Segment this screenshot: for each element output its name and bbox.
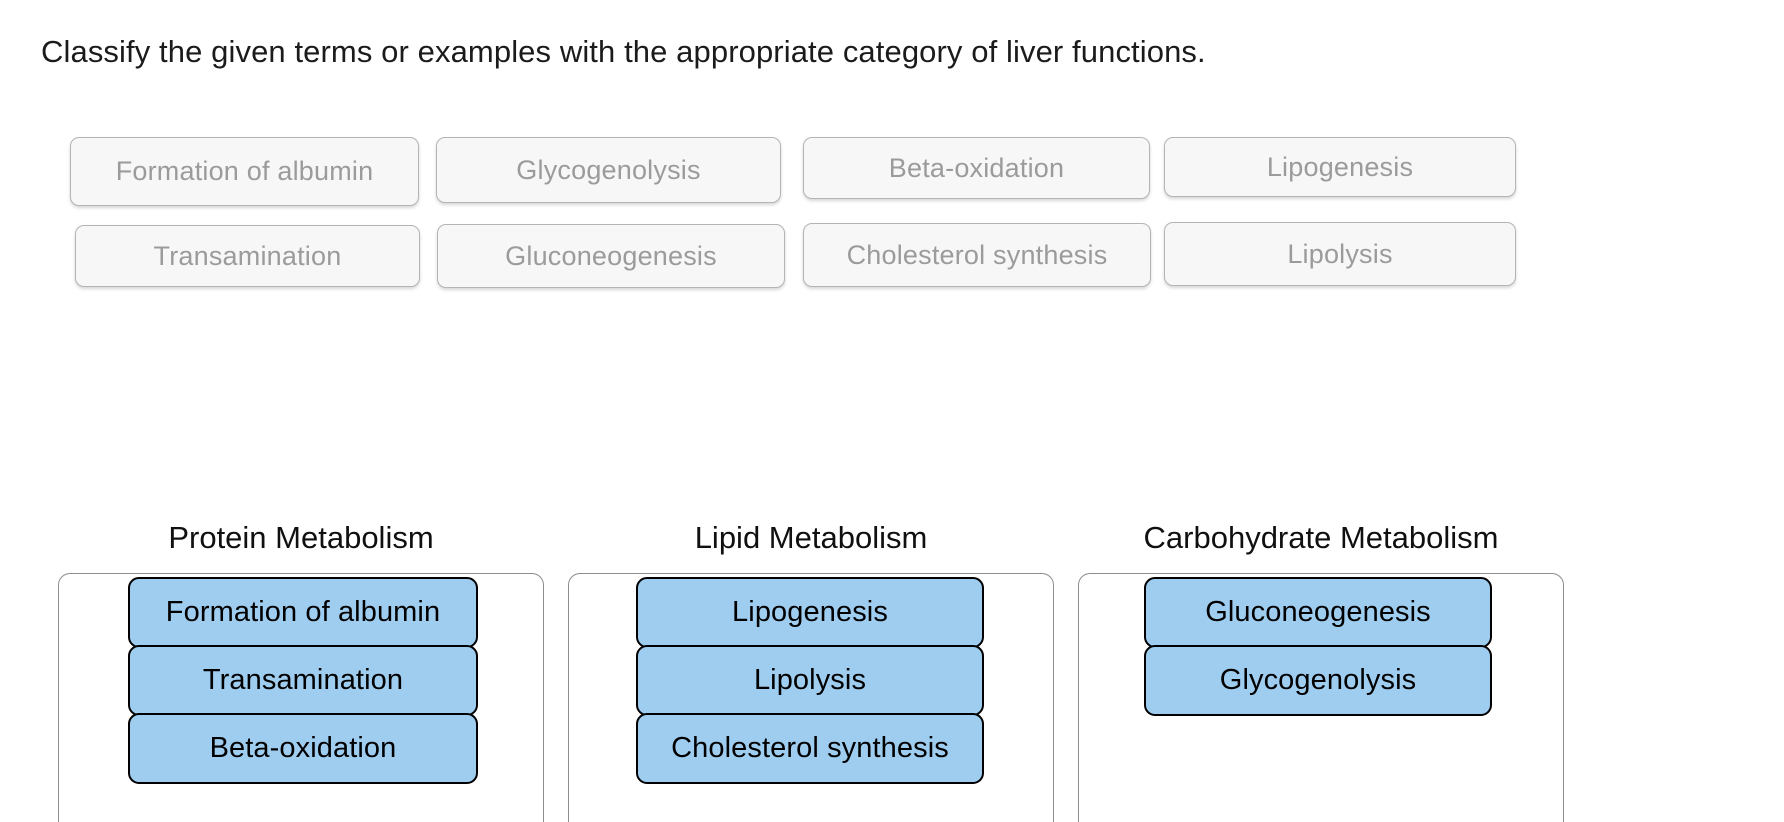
placed-tile[interactable]: Lipogenesis	[636, 577, 984, 648]
placed-tile[interactable]: Formation of albumin	[128, 577, 478, 648]
placed-tile[interactable]: Beta-oxidation	[128, 713, 478, 784]
source-tile[interactable]: Lipolysis	[1164, 222, 1516, 286]
source-tile[interactable]: Glycogenolysis	[436, 137, 781, 203]
drop-zone-title: Protein Metabolism	[168, 520, 434, 555]
source-tile[interactable]: Gluconeogenesis	[437, 224, 785, 288]
source-tile[interactable]: Lipogenesis	[1164, 137, 1516, 197]
placed-tile[interactable]: Lipolysis	[636, 645, 984, 716]
source-tile[interactable]: Beta-oxidation	[803, 137, 1150, 199]
source-tile[interactable]: Formation of albumin	[70, 137, 419, 206]
placed-tile[interactable]: Transamination	[128, 645, 478, 716]
drop-zone-title: Carbohydrate Metabolism	[1143, 520, 1499, 555]
source-tile-bank: Formation of albumin Glycogenolysis Beta-o…	[0, 137, 1784, 317]
drop-zone-title: Lipid Metabolism	[694, 520, 928, 555]
exercise-prompt: Classify the given terms or examples wit…	[41, 34, 1206, 69]
placed-tile[interactable]: Glycogenolysis	[1144, 645, 1492, 716]
source-tile[interactable]: Transamination	[75, 225, 420, 287]
placed-tile[interactable]: Gluconeogenesis	[1144, 577, 1492, 648]
placed-tile[interactable]: Cholesterol synthesis	[636, 713, 984, 784]
source-tile[interactable]: Cholesterol synthesis	[803, 223, 1151, 287]
